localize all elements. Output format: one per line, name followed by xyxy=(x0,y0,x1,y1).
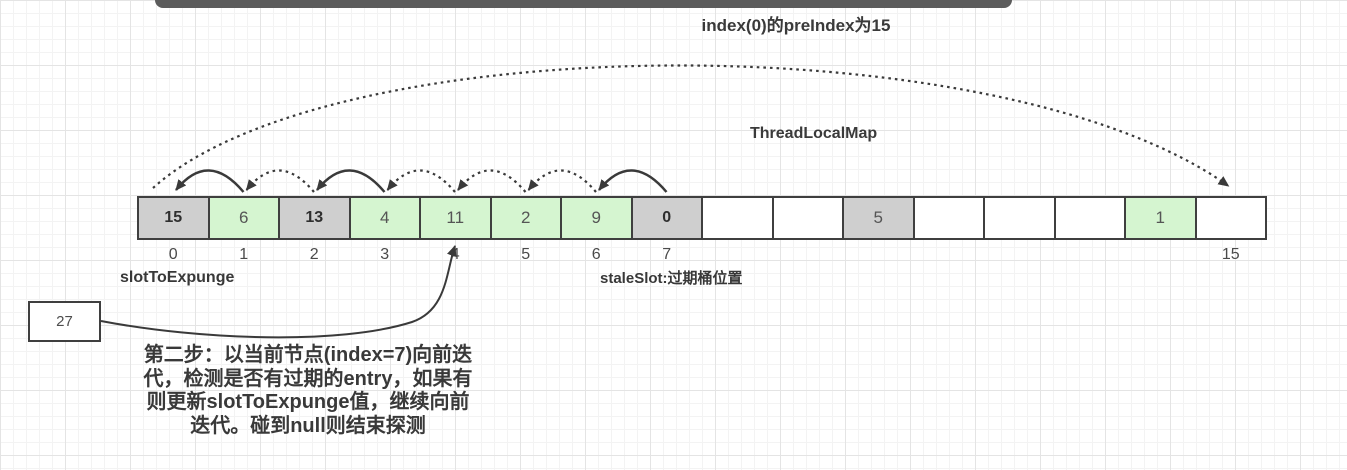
array-cell-12 xyxy=(983,196,1056,240)
cell-index-5: 5 xyxy=(521,246,531,263)
cell-value: 1 xyxy=(1155,208,1165,227)
back-arc-7-to-6 xyxy=(598,169,668,193)
array-cell-2: 13 xyxy=(278,196,351,240)
array-cell-8 xyxy=(701,196,774,240)
cell-index-3: 3 xyxy=(380,246,390,263)
stale-slot-label: staleSlot:过期桶位置 xyxy=(600,270,743,287)
array-cell-3: 4 xyxy=(348,196,421,240)
array-cell-9 xyxy=(771,196,844,240)
step-note-line: 迭代。碰到null则结束探测 xyxy=(190,414,426,437)
array-cell-7: 0 xyxy=(630,196,703,240)
cell-value: 4 xyxy=(380,208,390,227)
back-arc-4-to-3 xyxy=(386,169,456,193)
array-cell-4: 11 xyxy=(419,196,492,240)
cell-value: 9 xyxy=(591,208,601,227)
cell-index-2: 2 xyxy=(309,246,319,263)
cell-index-15: 15 xyxy=(1221,246,1240,263)
back-arc-3-to-2 xyxy=(316,169,386,193)
back-arc-2-to-1 xyxy=(245,169,315,193)
wrap-arc-0-to-15 xyxy=(152,64,1230,189)
step-note-line: 则更新slotToExpunge值，继续向前 xyxy=(146,391,470,413)
array-cell-0: 15 xyxy=(137,196,210,240)
cell-index-4: 4 xyxy=(450,246,460,263)
step-note-line: 代，检测是否有过期的entry，如果有 xyxy=(143,367,473,390)
back-arc-5-to-4 xyxy=(457,169,527,193)
array-cell-13 xyxy=(1053,196,1126,240)
top-bar xyxy=(155,0,1012,8)
cell-value: 0 xyxy=(662,209,672,226)
step-note: 第二步：以当前节点(index=7)向前迭代，检测是否有过期的entry，如果有… xyxy=(112,344,504,438)
cell-value: 15 xyxy=(164,209,183,226)
array-cell-14: 1 xyxy=(1124,196,1197,240)
callout-value: 27 xyxy=(56,313,73,330)
back-arc-6-to-5 xyxy=(527,169,597,193)
array-cell-5: 2 xyxy=(489,196,562,240)
array-cell-1: 6 xyxy=(207,196,280,240)
array-cell-11 xyxy=(912,196,985,240)
step-note-line: 第二步：以当前节点(index=7)向前迭 xyxy=(143,344,473,366)
cell-value: 2 xyxy=(521,208,531,227)
array-cell-15 xyxy=(1194,196,1267,240)
pre-index-note: index(0)的preIndex为15 xyxy=(701,16,891,35)
back-arc-1-to-0 xyxy=(175,169,245,193)
array-row: 15 0 6 1 13 2 4 3 11 4 2 5 9 6 0 7 5 1 15 xyxy=(137,196,1268,276)
array-cell-10: 5 xyxy=(842,196,915,240)
callout-box: 27 xyxy=(28,301,101,342)
cell-value: 11 xyxy=(446,208,465,227)
cell-value: 5 xyxy=(873,208,883,227)
cell-index-7: 7 xyxy=(662,246,672,263)
cell-index-0: 0 xyxy=(168,246,178,263)
threadlocalmap-label: ThreadLocalMap xyxy=(750,125,878,142)
cell-value: 13 xyxy=(305,209,324,226)
cell-value: 6 xyxy=(239,208,249,227)
cell-index-6: 6 xyxy=(591,246,601,263)
array-cell-6: 9 xyxy=(560,196,633,240)
cell-index-1: 1 xyxy=(239,246,249,263)
slot-to-expunge-label: slotToExpunge xyxy=(120,269,235,286)
